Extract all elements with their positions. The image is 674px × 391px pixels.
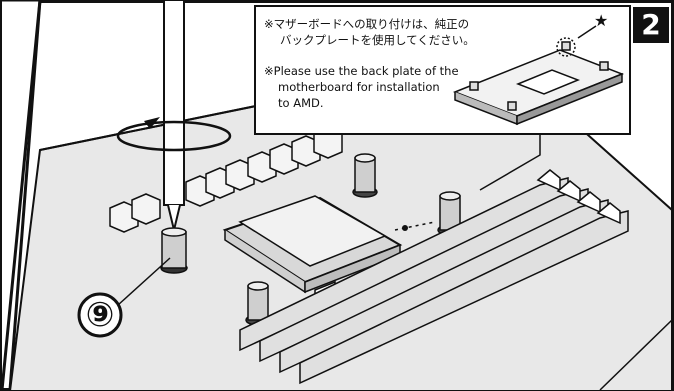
cpu-socket — [222, 195, 403, 306]
standoff-screw — [352, 153, 378, 198]
part-number-label: ⑨ — [85, 295, 115, 335]
io-port-row — [109, 127, 343, 233]
step-number-badge: 2 — [633, 7, 669, 43]
callout-box — [254, 5, 631, 135]
leader-line — [117, 257, 171, 306]
memory-slots — [239, 169, 629, 385]
star-icon: ★ — [594, 11, 609, 30]
screwdriver — [163, 0, 185, 231]
callout-english-line-3: to AMD. — [278, 96, 324, 110]
mounting-screw — [160, 227, 188, 274]
back-plate-inset — [452, 25, 625, 126]
callout-japanese-line-1: ※マザーボードへの取り付けは、純正の — [264, 17, 470, 31]
callout-english-line-1: ※Please use the back plate of the — [264, 64, 459, 78]
callout-english-line-2: motherboard for installation — [278, 80, 440, 94]
previous-panel-edge — [0, 0, 42, 391]
rotation-arrow-icon — [116, 117, 232, 152]
callout-pointer — [479, 134, 541, 191]
callout-japanese-line-2: バックプレートを使用してください。 — [280, 33, 475, 47]
part-number-circle — [77, 292, 123, 338]
